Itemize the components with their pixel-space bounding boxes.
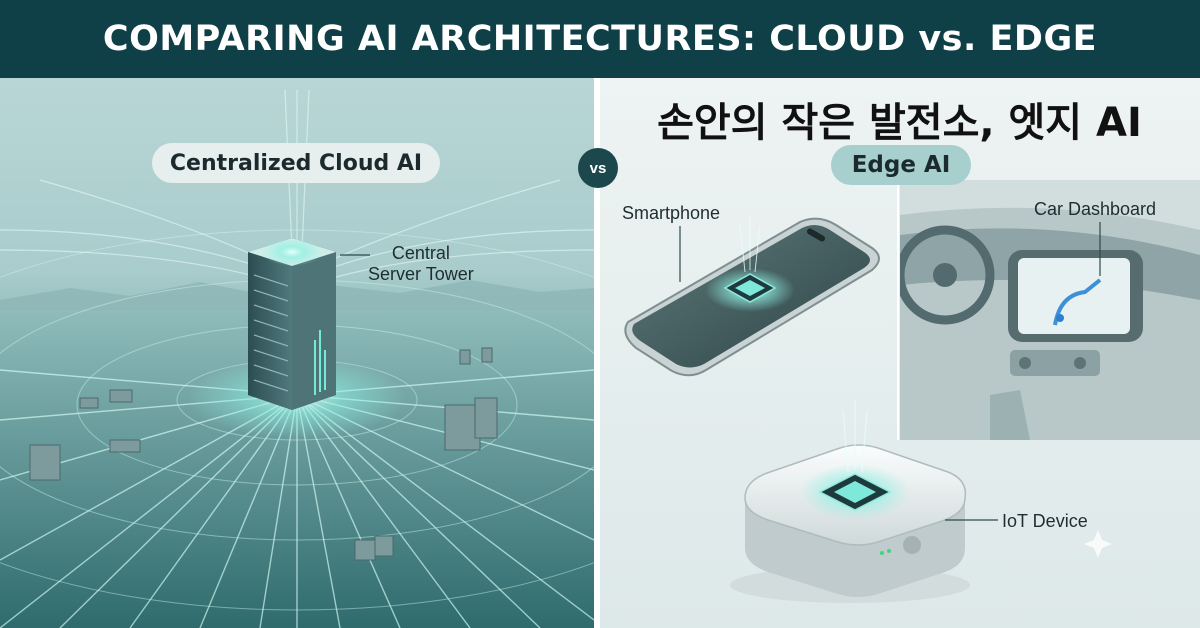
panel-divider [594,78,600,628]
cloud-ai-pill: Centralized Cloud AI [152,143,440,183]
car-dashboard-icon [900,180,1200,440]
server-label-line1: Central [391,243,450,263]
server-tower-icon [248,238,336,410]
cloud-scene [0,89,594,628]
iot-device-label: IoT Device [1002,511,1088,531]
smartphone-label: Smartphone [622,203,721,223]
vs-badge: vs [578,148,618,188]
header-bar: COMPARING AI ARCHITECTURES: CLOUD vs. ED… [0,0,1200,78]
server-tower-label: Central Server Tower [368,243,474,284]
edge-ai-pill: Edge AI [831,145,971,185]
server-label-line2: Server Tower [368,263,474,284]
car-dashboard-label: Car Dashboard [1034,199,1157,219]
iot-device-icon [730,400,970,603]
page-title: COMPARING AI ARCHITECTURES: CLOUD vs. ED… [102,19,1098,59]
smartphone-icon [624,215,880,377]
edge-title: 손안의 작은 발전소, 엣지 AI [657,100,1142,146]
